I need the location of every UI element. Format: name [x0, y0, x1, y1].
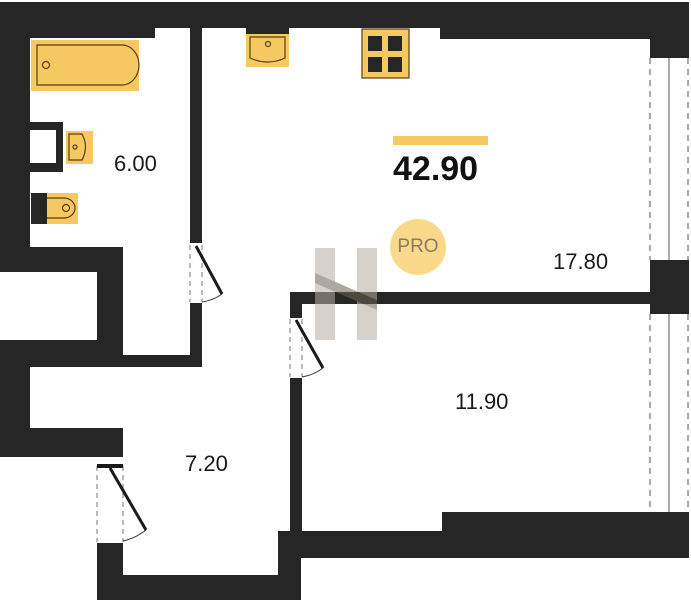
room-area-kitchen-living: 17.80	[553, 249, 609, 274]
sink-bathroom-icon	[66, 131, 93, 164]
room-area-hallway: 7.20	[185, 451, 228, 476]
door-bedroom	[289, 319, 325, 378]
room-area-bathroom: 6.00	[114, 151, 157, 176]
accent-bar	[393, 136, 488, 145]
windows	[649, 58, 689, 512]
door-entrance	[96, 464, 148, 542]
door-bathroom	[189, 245, 224, 303]
window-kitchen	[649, 58, 689, 260]
stove-icon	[361, 28, 410, 79]
bathtub-icon	[31, 40, 140, 91]
fixtures	[31, 28, 410, 224]
pro-badge: PRO	[390, 219, 446, 275]
sink-kitchen-icon	[246, 28, 289, 67]
watermark-logo	[315, 248, 377, 340]
doors	[96, 245, 325, 542]
toilet-icon	[31, 193, 78, 224]
room-area-bedroom: 11.90	[455, 389, 509, 414]
window-bedroom	[649, 314, 689, 512]
total-area: 42.90	[393, 150, 479, 188]
